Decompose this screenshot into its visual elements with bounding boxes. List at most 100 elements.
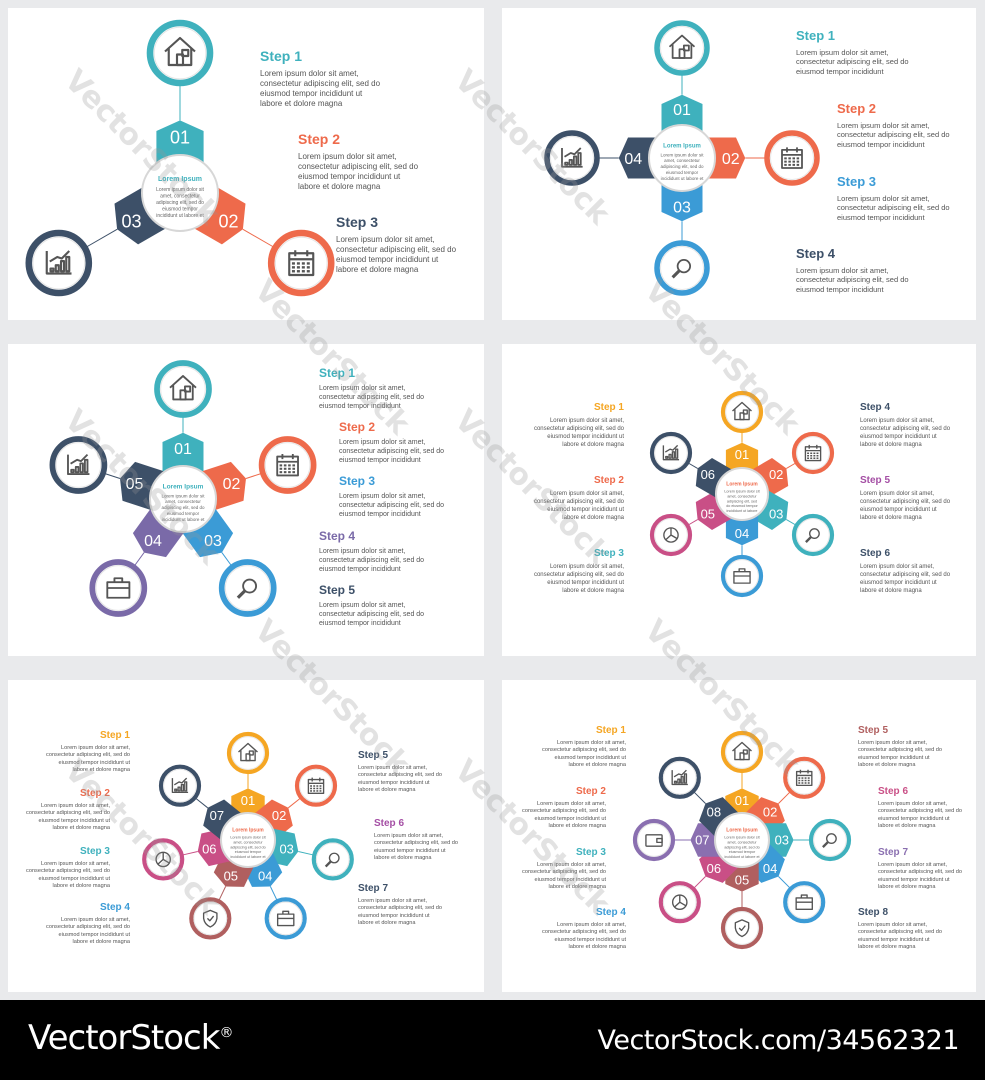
connector-line bbox=[298, 851, 315, 856]
step-arrow-tab bbox=[748, 458, 789, 500]
step-number: 07 bbox=[695, 833, 709, 848]
step-icon-circle bbox=[154, 360, 212, 418]
connector-line bbox=[692, 876, 706, 890]
step-title: Step 8 bbox=[858, 907, 889, 918]
step-title: Step 2 bbox=[593, 475, 624, 486]
connector-line bbox=[287, 797, 302, 809]
step-description: Lorem ipsum dolor sit amet, consectetur … bbox=[298, 151, 419, 191]
step-number: 03 bbox=[204, 533, 222, 550]
step-number: 04 bbox=[144, 533, 162, 550]
pie-icon bbox=[663, 527, 679, 543]
step-title: Step 2 bbox=[79, 788, 110, 799]
connector-line bbox=[133, 552, 145, 568]
step-title: Step 2 bbox=[837, 101, 877, 116]
step-number: 03 bbox=[121, 212, 141, 232]
step-description: Lorem ipsum dolor sit amet, consectetur … bbox=[837, 120, 950, 149]
step-title: Step 7 bbox=[358, 883, 389, 894]
step-title: Step 1 bbox=[796, 28, 836, 43]
center-body-line: incididunt ut labore bbox=[727, 509, 758, 513]
step-title: Step 3 bbox=[593, 548, 624, 559]
calendar-icon bbox=[795, 769, 813, 787]
connector-line bbox=[778, 790, 792, 804]
house-icon bbox=[238, 742, 258, 762]
step-arrow-tab bbox=[748, 488, 789, 530]
center-body-line: incididunt ut labore et bbox=[230, 855, 265, 859]
step-description: Lorem ipsum dolor sit amet, consectetur … bbox=[533, 563, 624, 594]
step-number: 01 bbox=[241, 793, 255, 808]
center-title: Lorem Ipsum bbox=[232, 827, 264, 833]
step-icon-circle bbox=[544, 130, 600, 186]
step-description: Lorem ipsum dolor sit amet, consectetur … bbox=[46, 744, 130, 774]
step-title: Step 5 bbox=[358, 750, 389, 761]
step-number: 02 bbox=[223, 476, 241, 493]
step-number: 02 bbox=[722, 151, 740, 168]
step-description: Lorem ipsum dolor sit amet, consectetur … bbox=[319, 385, 425, 411]
step-description: Lorem ipsum dolor sit amet, consectetur … bbox=[796, 47, 909, 76]
connector-line bbox=[194, 797, 209, 809]
step-title: Step 7 bbox=[878, 847, 909, 858]
magnifier-icon bbox=[236, 578, 258, 599]
step-arrow-tab bbox=[179, 504, 234, 558]
step-number: 04 bbox=[763, 861, 777, 876]
step-icon-circle bbox=[654, 20, 710, 76]
step-icon-circle bbox=[218, 559, 277, 617]
step-title: Step 6 bbox=[374, 818, 405, 829]
shield-icon bbox=[734, 919, 750, 938]
step-description: Lorem ipsum dolor sit amet, consectetur … bbox=[336, 234, 457, 274]
step-number: 01 bbox=[735, 793, 749, 808]
center-title: Lorem Ipsum bbox=[158, 176, 202, 183]
magnifier-icon bbox=[671, 258, 692, 279]
step-arrow-tab bbox=[695, 458, 736, 500]
step-number: 03 bbox=[279, 842, 293, 857]
connector-line bbox=[181, 851, 198, 856]
step-icon-circle bbox=[311, 838, 354, 881]
footer-bar: VectorStock® VectorStock.com/34562321 bbox=[0, 1000, 985, 1080]
center-body-line: amet, consectetur bbox=[664, 158, 700, 163]
step-number: 05 bbox=[224, 869, 238, 884]
step-description: Lorem ipsum dolor sit amet, consectetur … bbox=[374, 832, 458, 862]
briefcase-icon bbox=[276, 910, 295, 927]
step-description: Lorem ipsum dolor sit amet, consectetur … bbox=[858, 739, 942, 769]
pie-icon bbox=[671, 894, 688, 911]
center-body-line: incididunt ut labore et bbox=[661, 176, 705, 181]
center-circle bbox=[149, 465, 217, 533]
step-arrow-tab bbox=[162, 432, 204, 478]
center-body-line: amet, consectetur bbox=[727, 840, 757, 844]
step-description: Lorem ipsum dolor sit amet, consectetur … bbox=[860, 417, 951, 448]
step-title: Step 1 bbox=[593, 402, 624, 413]
step-description: Lorem ipsum dolor sit amet, consectetur … bbox=[26, 860, 110, 890]
connector-line bbox=[218, 886, 227, 902]
step-title: Step 3 bbox=[339, 474, 376, 488]
step-arrow-tab bbox=[699, 797, 742, 840]
step-number: 07 bbox=[210, 808, 224, 823]
magnifier-icon bbox=[805, 528, 820, 543]
step-number: 02 bbox=[218, 212, 238, 232]
step-number: 04 bbox=[258, 869, 272, 884]
step-title: Step 1 bbox=[99, 730, 130, 741]
step-number: 02 bbox=[769, 467, 783, 482]
center-body-line: adipiscing elit, sed do bbox=[724, 845, 759, 849]
step-description: Lorem ipsum dolor sit amet, consectetur … bbox=[878, 800, 962, 830]
step-icon-circle bbox=[25, 229, 93, 297]
step-number: 03 bbox=[673, 200, 691, 217]
center-circle bbox=[714, 812, 770, 868]
magnifier-icon bbox=[324, 852, 340, 868]
step-title: Step 2 bbox=[575, 786, 606, 797]
step-icon-circle bbox=[649, 431, 693, 475]
step-number: 08 bbox=[707, 805, 721, 820]
connector-line bbox=[269, 886, 278, 902]
